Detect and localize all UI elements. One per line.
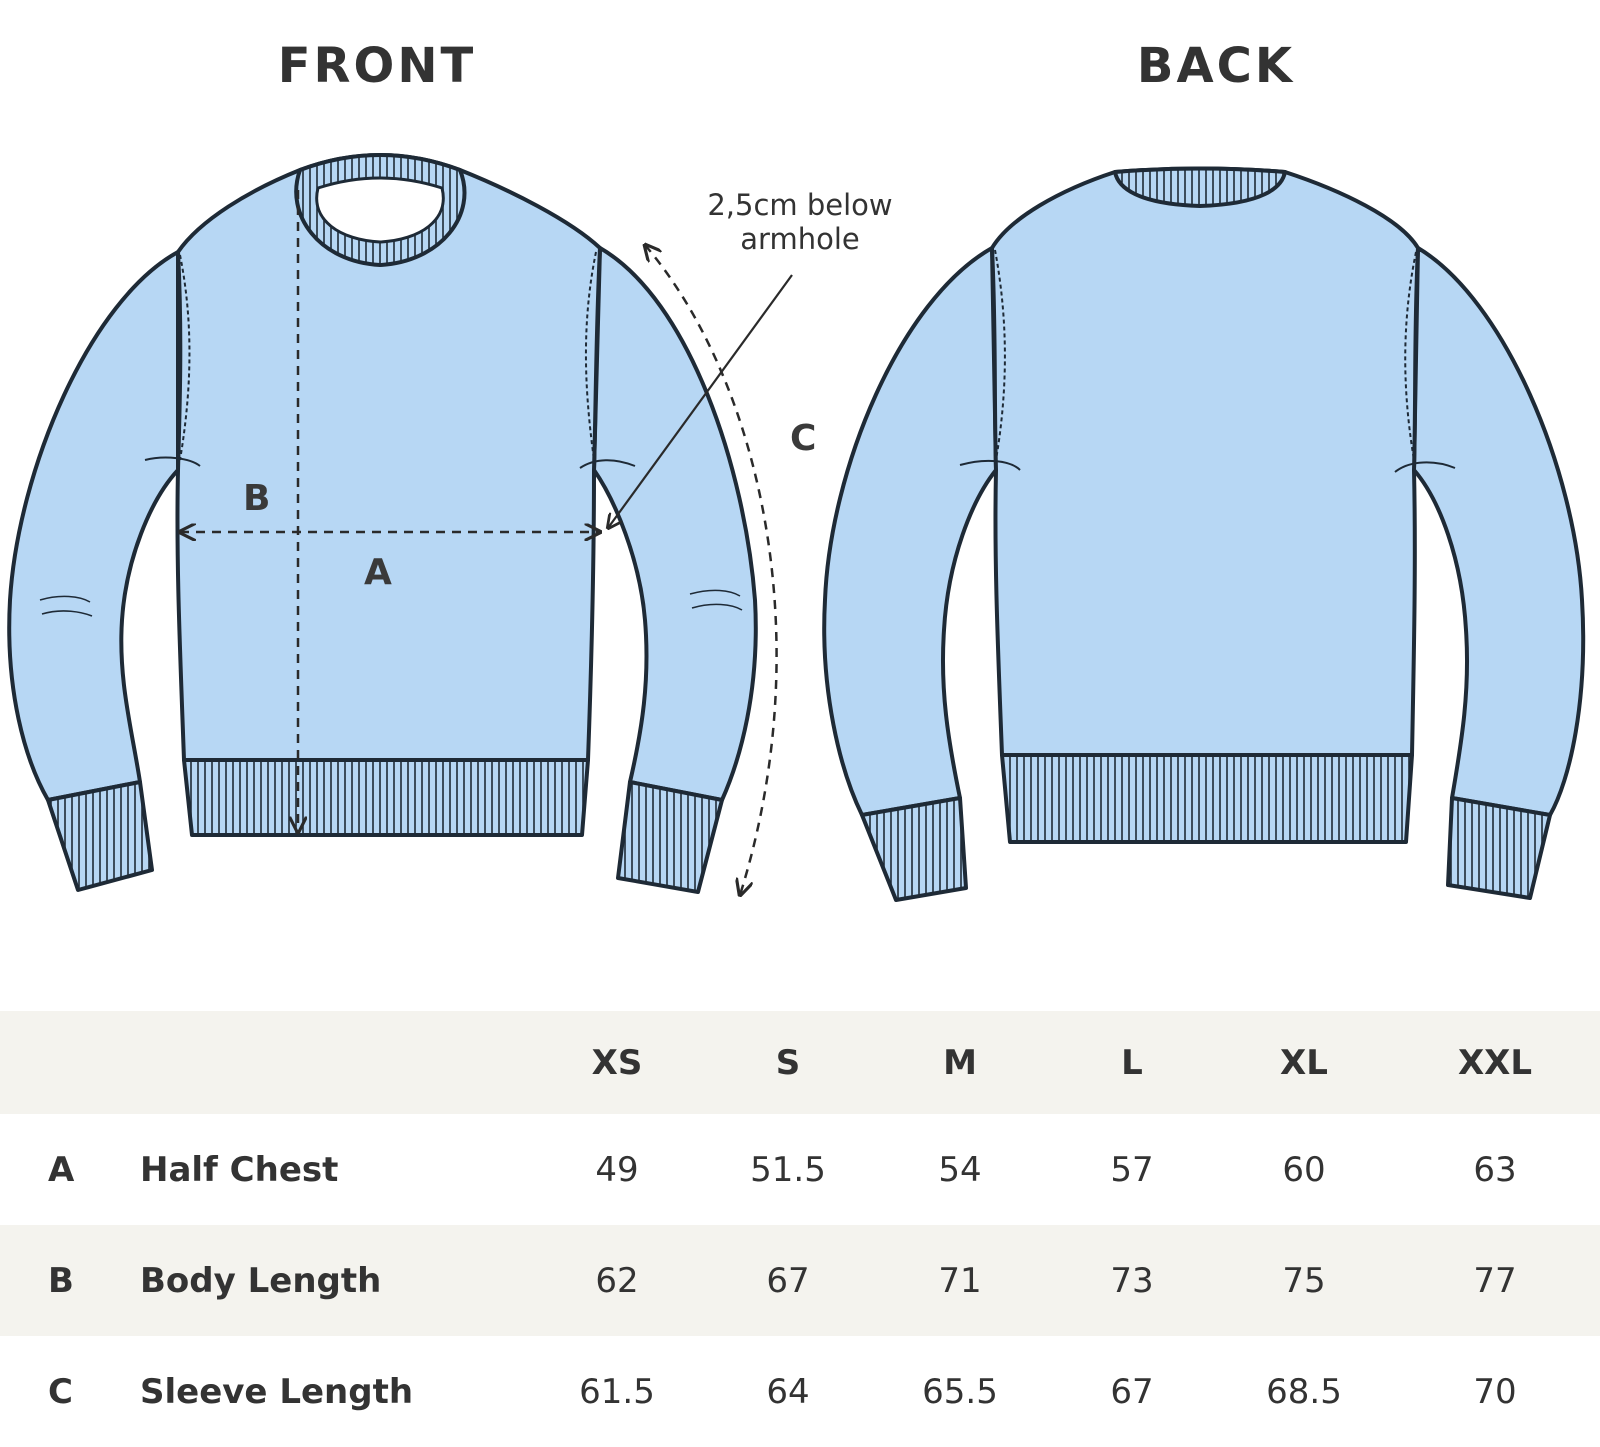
row-letter: A — [48, 1149, 75, 1190]
size-header: XS — [591, 1042, 643, 1083]
label-a: A — [364, 552, 392, 593]
size-header: S — [775, 1042, 801, 1083]
table-cell: 57 — [1110, 1149, 1154, 1190]
size-chart-table: XS S M L XL XXL A Half Chest 49 51.5 54 … — [0, 1011, 1600, 1447]
label-b: B — [243, 478, 271, 519]
sweatshirt-illustration — [7, 153, 1586, 902]
back-right-sleeve — [1412, 246, 1586, 817]
table-row-half-chest: A Half Chest 49 51.5 54 57 60 63 — [0, 1114, 1600, 1225]
table-cell: 65.5 — [922, 1371, 998, 1412]
row-letter: B — [48, 1260, 74, 1301]
front-right-sleeve — [592, 246, 758, 802]
armhole-pointer-line — [608, 274, 793, 528]
table-cell: 49 — [595, 1149, 639, 1190]
size-header: M — [943, 1042, 977, 1083]
table-cell: 77 — [1473, 1260, 1517, 1301]
size-header: XXL — [1457, 1042, 1533, 1083]
table-cell: 75 — [1282, 1260, 1326, 1301]
front-left-cuff — [46, 780, 154, 892]
back-view-title: BACK — [1136, 38, 1296, 94]
table-cell: 67 — [1110, 1371, 1154, 1412]
measurement-lines — [180, 190, 778, 895]
size-header: XL — [1280, 1042, 1328, 1083]
table-cell: 51.5 — [750, 1149, 826, 1190]
table-cell: 54 — [938, 1149, 982, 1190]
front-right-cuff — [616, 780, 724, 894]
table-cell: 62 — [595, 1260, 639, 1301]
front-sweatshirt — [7, 153, 758, 894]
table-cell: 61.5 — [579, 1371, 655, 1412]
back-body — [990, 166, 1420, 757]
armhole-note-line1: 2,5cm below — [707, 188, 893, 222]
back-collar — [1113, 166, 1287, 208]
back-hem — [1000, 753, 1414, 844]
row-name: Half Chest — [140, 1149, 339, 1190]
table-cell: 68.5 — [1266, 1371, 1342, 1412]
size-header-row: XS S M L XL XXL — [0, 1011, 1600, 1114]
table-cell: 67 — [766, 1260, 810, 1301]
front-left-sleeve — [7, 250, 180, 802]
row-name: Body Length — [140, 1260, 382, 1301]
front-body — [175, 153, 602, 762]
row-name: Sleeve Length — [140, 1371, 414, 1412]
row-letter: C — [48, 1371, 73, 1412]
size-header: L — [1121, 1042, 1143, 1083]
table-row-body-length: B Body Length 62 67 71 73 75 77 — [0, 1225, 1600, 1336]
table-cell: 63 — [1473, 1149, 1517, 1190]
table-cell: 64 — [766, 1371, 810, 1412]
table-row-sleeve-length: C Sleeve Length 61.5 64 65.5 67 68.5 70 — [0, 1336, 1600, 1447]
table-cell: 71 — [938, 1260, 982, 1301]
table-cell: 70 — [1473, 1371, 1517, 1412]
back-left-sleeve — [822, 246, 998, 817]
table-cell: 60 — [1282, 1149, 1326, 1190]
sleeve-length-line — [645, 245, 778, 895]
front-view-title: FRONT — [277, 38, 477, 94]
front-hem — [182, 758, 590, 837]
table-cell: 73 — [1110, 1260, 1154, 1301]
back-left-cuff — [860, 796, 968, 902]
back-sweatshirt — [822, 166, 1586, 902]
armhole-note-line2: armhole — [740, 222, 860, 256]
back-right-cuff — [1446, 796, 1552, 900]
armhole-note: 2,5cm below armhole — [690, 188, 910, 256]
label-c: C — [790, 418, 817, 459]
